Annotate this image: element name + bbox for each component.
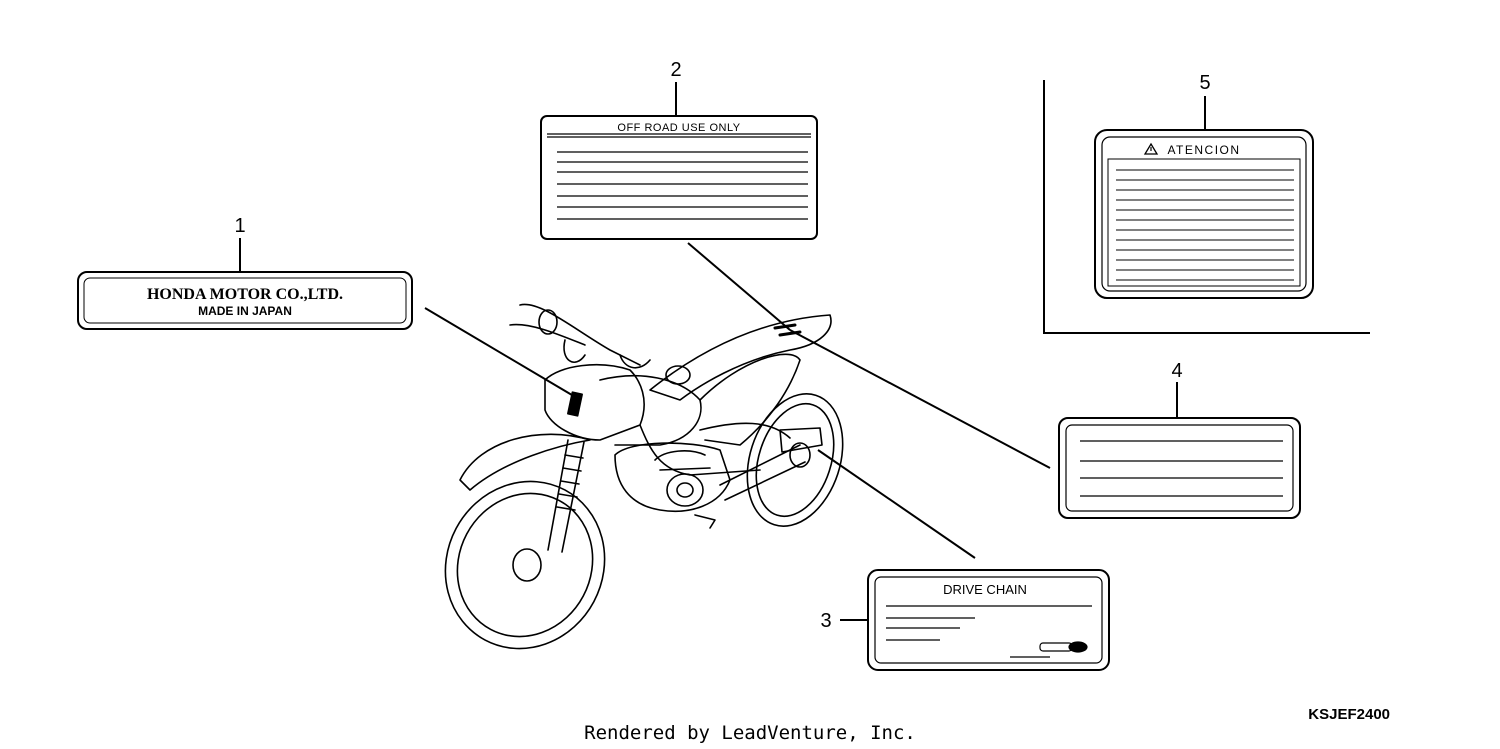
part2-label-title: OFF ROAD USE ONLY: [617, 122, 740, 134]
leader-line-part2: [687, 242, 791, 331]
callout-part1: 1: [234, 215, 245, 237]
part3-label-title: DRIVE CHAIN: [943, 582, 1027, 597]
part4-text-lines: [1080, 440, 1283, 497]
chain-adjuster-icon: [1039, 641, 1088, 653]
warning-triangle-icon: [1143, 142, 1159, 155]
part5-label[interactable]: ATENCION: [1094, 129, 1314, 299]
part3-text-lines: [886, 605, 1092, 658]
part5-region-frame: [1043, 80, 1370, 334]
callout-part3: 3: [820, 610, 831, 632]
motorcycle-illustration: [444, 303, 844, 650]
part5-label-title: ATENCION: [1167, 143, 1240, 157]
callout-part5: 5: [1199, 72, 1210, 94]
part1-label-line2: MADE IN JAPAN: [198, 304, 292, 318]
part3-label[interactable]: DRIVE CHAIN: [867, 569, 1110, 671]
part1-label-line1: HONDA MOTOR CO.,LTD.: [147, 286, 343, 303]
part1-label[interactable]: HONDA MOTOR CO.,LTD. MADE IN JAPAN: [77, 271, 413, 330]
part2-label[interactable]: OFF ROAD USE ONLY: [540, 115, 818, 240]
callout-part2: 2: [670, 59, 681, 81]
leader-line-part3: [817, 449, 976, 559]
part2-text-lines: [547, 133, 811, 220]
leader-line-part1: [424, 307, 578, 399]
footer-credit: Rendered by LeadVenture, Inc.: [584, 722, 916, 744]
leader-lines: [239, 82, 1206, 621]
callout-part4: 4: [1171, 360, 1182, 382]
part5-text-lines: [1116, 169, 1294, 281]
part4-label[interactable]: [1058, 417, 1301, 519]
diagram-code: KSJEF2400: [1308, 706, 1390, 723]
leader-line-part4: [789, 329, 1051, 469]
